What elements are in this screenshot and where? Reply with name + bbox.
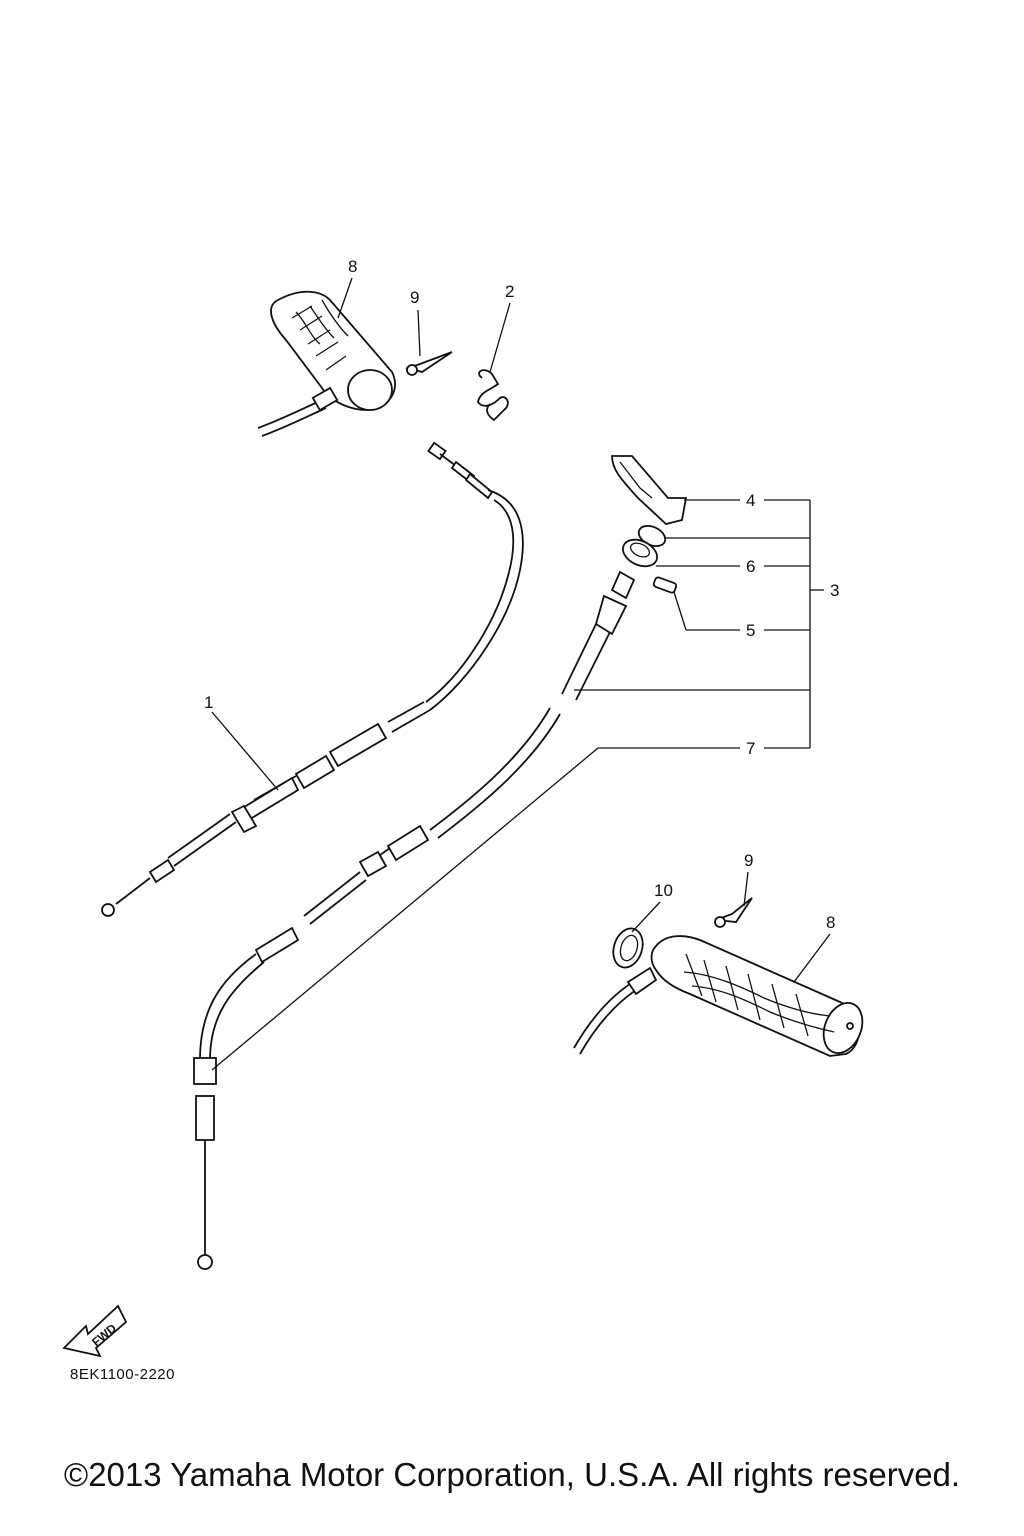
callout-9-top: 9 (410, 288, 419, 307)
throttle-pin (652, 576, 678, 594)
diagram-code: 8EK1100-2220 (70, 1366, 175, 1383)
callout-2: 2 (505, 282, 514, 301)
forward-direction-arrow-icon: FWD (62, 1304, 128, 1358)
grip-screw-bottom (714, 897, 753, 928)
throttle-lever (611, 455, 688, 525)
callout-1: 1 (204, 693, 213, 712)
throttle-nut (622, 538, 658, 568)
callout-7: 7 (746, 739, 755, 758)
callout-8-bottom: 8 (826, 913, 835, 932)
throttle-housing-cable-7 (193, 570, 636, 1270)
copyright-notice: ©2013 Yamaha Motor Corporation, U.S.A. A… (63, 1456, 961, 1493)
right-handlebar-grip (573, 935, 864, 1057)
callout-10: 10 (654, 881, 673, 900)
callout-3: 3 (830, 581, 839, 600)
callout-4: 4 (746, 491, 755, 510)
cable-clip (477, 369, 509, 422)
left-handlebar-grip (257, 290, 396, 437)
throttle-cable-1 (101, 441, 524, 917)
grip-collar (612, 927, 644, 969)
callout-5: 5 (746, 621, 755, 640)
callout-9-bottom: 9 (744, 851, 753, 870)
callout-6: 6 (746, 557, 755, 576)
grip-screw-top (404, 351, 453, 376)
callout-8-top: 8 (348, 257, 357, 276)
